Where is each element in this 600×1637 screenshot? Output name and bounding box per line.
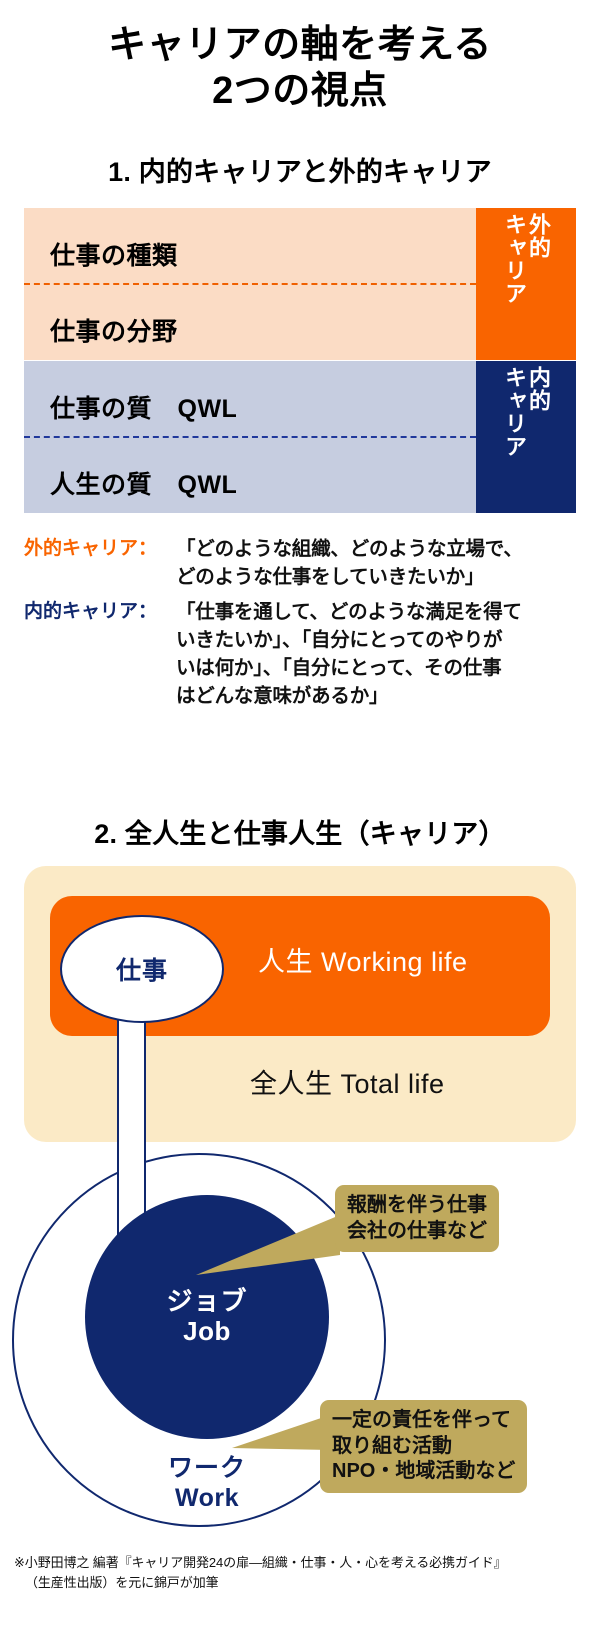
table-outer-career-block: 仕事の種類 仕事の分野 外的 キャリア: [24, 208, 576, 360]
page-title: キャリアの軸を考える 2つの視点: [0, 22, 600, 115]
callout-work-description: 一定の責任を伴って 取り組む活動 NPO・地域活動など: [320, 1400, 528, 1493]
title-line-1: キャリアの軸を考える: [108, 24, 492, 66]
section-1-heading: 1. 内的キャリアと外的キャリア: [108, 157, 492, 187]
definition-line: いきたいか」、「自分にとってのやりが: [176, 628, 503, 651]
definition-line: いは何か」、「自分にとって、その仕事: [176, 657, 502, 680]
row-divider: [24, 436, 476, 438]
shigoto-bubble-label: 仕事: [115, 957, 168, 985]
work-circle-label-en: Work: [174, 1484, 240, 1512]
inner-career-label-top: 内的: [526, 366, 551, 412]
section-2-heading: 2. 全人生と仕事人生（キャリア）: [94, 819, 506, 849]
table-row: 仕事の質 QWL: [50, 395, 238, 423]
outer-career-label-bottom: キャリア: [502, 213, 527, 305]
definition-internal-career: 内的キャリア： 「仕事を通して、どのような満足を得て いきたいか」、「自分にとっ…: [24, 598, 580, 711]
footer-line-2: （生産性出版）を元に錦戸が加筆: [25, 1575, 219, 1591]
row-divider: [24, 283, 476, 285]
career-table: 仕事の種類 仕事の分野 外的 キャリア 仕事の質 QWL 人生の質 QWL 内的…: [24, 208, 576, 513]
outer-career-label-column: 外的 キャリア: [476, 208, 576, 360]
inner-career-label-bottom: キャリア: [502, 366, 527, 458]
table-row: 仕事の分野: [50, 318, 178, 346]
definition-label: 外的キャリア：: [24, 538, 158, 559]
callout-line: 一定の責任を伴って: [332, 1409, 511, 1431]
shigoto-bubble: 仕事: [60, 915, 224, 1023]
callout-line: 会社の仕事など: [347, 1219, 487, 1242]
definition-line: どのような仕事をしていきたいか」: [176, 566, 485, 589]
source-attribution: ※小野田博之 編著『キャリア開発24の扉―組織・仕事・人・心を考える必携ガイド』…: [14, 1553, 594, 1593]
work-circle-label: ワーク Work: [85, 1453, 329, 1513]
definitions-list: 外的キャリア： 「どのような組織、どのような立場で、 どのような仕事をしていきた…: [24, 535, 580, 717]
definition-line: 「どのような組織、どのような立場で、: [176, 538, 523, 560]
work-circle: [12, 1153, 386, 1527]
definition-line: はどんな意味があるか」: [176, 685, 389, 708]
table-row: 仕事の種類: [50, 242, 178, 270]
job-circle: ジョブ Job: [85, 1195, 329, 1439]
callout-line: 報酬を伴う仕事: [347, 1194, 487, 1216]
work-circle-label-ja: ワーク: [167, 1454, 246, 1482]
working-life-label: 人生 Working life: [258, 947, 468, 977]
total-life-label: 全人生 Total life: [250, 1069, 445, 1099]
table-row: 人生の質 QWL: [50, 471, 238, 499]
title-line-2: 2つの視点: [212, 70, 388, 113]
definition-label: 内的キャリア：: [24, 600, 158, 622]
callout-line: NPO・地域活動など: [332, 1460, 516, 1483]
footer-line-1: ※小野田博之 編著『キャリア開発24の扉―組織・仕事・人・心を考える必携ガイド』: [14, 1555, 507, 1570]
outer-career-label-top: 外的: [526, 213, 551, 259]
callout-line: 取り組む活動: [332, 1434, 452, 1457]
callout-job-description: 報酬を伴う仕事 会社の仕事など: [335, 1185, 499, 1253]
definition-text: 「どのような組織、どのような立場で、 どのような仕事をしていきたいか」: [176, 535, 580, 592]
definition-text: 「仕事を通して、どのような満足を得て いきたいか」、「自分にとってのやりが いは…: [176, 598, 580, 711]
inner-career-label-column: 内的 キャリア: [476, 361, 576, 513]
definition-external-career: 外的キャリア： 「どのような組織、どのような立場で、 どのような仕事をしていきた…: [24, 535, 580, 592]
table-inner-career-block: 仕事の質 QWL 人生の質 QWL 内的 キャリア: [24, 361, 576, 513]
definition-line: 「仕事を通して、どのような満足を得て: [176, 600, 522, 623]
job-circle-label-en: Job: [183, 1316, 231, 1346]
job-circle-label-ja: ジョブ: [166, 1286, 248, 1317]
